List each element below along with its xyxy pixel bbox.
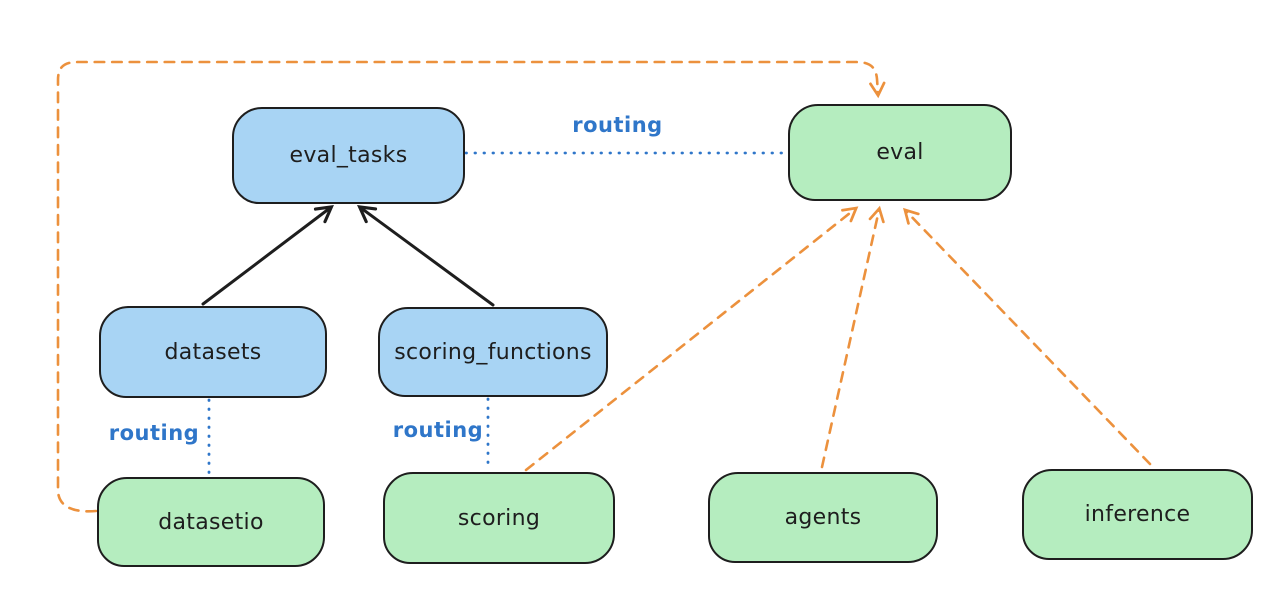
node-datasets: datasets — [99, 306, 327, 398]
node-datasetio: datasetio — [97, 477, 325, 567]
node-eval-tasks: eval_tasks — [232, 107, 465, 204]
node-scoring-functions: scoring_functions — [378, 307, 608, 397]
edge-datasetio-eval-loop — [56, 60, 886, 513]
node-agents-label: agents — [784, 505, 862, 530]
node-datasetio-label: datasetio — [158, 509, 264, 535]
node-scoring-label: scoring — [457, 505, 541, 531]
node-eval-label: eval — [876, 140, 924, 165]
node-scoring: scoring — [383, 472, 615, 564]
node-inference-label: inference — [1084, 502, 1191, 527]
node-agents: agents — [708, 472, 938, 563]
node-eval-tasks-label: eval_tasks — [289, 143, 408, 168]
node-datasets-label: datasets — [164, 339, 262, 365]
edge-scoring_functions-eval_tasks — [357, 205, 495, 307]
node-inference: inference — [1022, 469, 1253, 560]
node-eval: eval — [788, 104, 1012, 201]
edge-label-routing-datasets-datasetio: routing — [108, 421, 200, 445]
node-scoring-functions-label: scoring_functions — [394, 339, 592, 365]
edge-inference-eval — [903, 207, 1152, 466]
edge-datasets-eval_tasks — [201, 205, 334, 306]
edge-label-routing-eval_tasks-eval: routing — [572, 113, 663, 137]
edge-scoring-eval — [524, 206, 859, 472]
edge-agents-eval — [820, 205, 885, 469]
edge-label-routing-scoring_functions-scoring: routing — [392, 418, 484, 442]
